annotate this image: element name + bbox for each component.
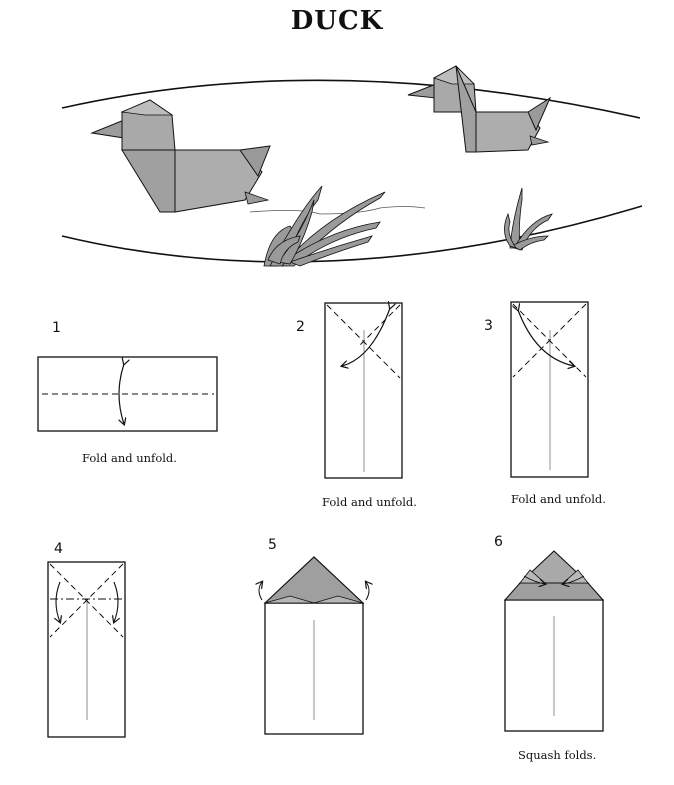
fold-arrow-left-icon <box>56 581 60 622</box>
step-1-number: 1 <box>52 320 61 336</box>
step-6-number: 6 <box>494 534 503 550</box>
step-2-number: 2 <box>296 319 305 335</box>
fold-unfold-arrow-icon <box>518 310 574 366</box>
duck-right-icon <box>407 65 552 153</box>
squash-base <box>503 582 605 601</box>
paper-rectangle <box>510 301 589 478</box>
step-2-caption: Fold and unfold. <box>322 495 417 509</box>
fold-arrow-right-icon <box>114 581 118 622</box>
step-6-caption: Squash folds. <box>518 748 597 762</box>
duck-left-icon <box>90 99 271 213</box>
step-5-diagram <box>259 556 369 735</box>
step-5-number: 5 <box>268 537 277 553</box>
step-2-diagram <box>324 302 403 479</box>
squash-arrow-right-icon <box>563 575 585 584</box>
step-6-diagram <box>503 550 605 732</box>
pond-illustration <box>61 65 643 267</box>
folded-triangle <box>518 550 590 584</box>
reeds-small-icon <box>504 187 553 251</box>
fold-unfold-arrow-icon <box>342 308 390 366</box>
step-3-number: 3 <box>484 318 493 334</box>
fold-arrow-right-icon <box>366 582 369 601</box>
step-4-number: 4 <box>54 541 63 557</box>
fold-unfold-arrow-icon <box>119 364 124 424</box>
fold-arrow-left-icon <box>259 582 262 601</box>
step-4-diagram <box>47 561 126 738</box>
water-line <box>249 206 426 215</box>
paper-rectangle <box>37 356 218 432</box>
paper-rectangle <box>324 302 403 479</box>
folded-triangle <box>263 556 365 604</box>
squash-arrow-left-icon <box>523 575 545 584</box>
pond-top-edge <box>61 79 641 119</box>
step-1-diagram <box>37 356 218 432</box>
page-title: DUCK <box>290 6 384 36</box>
pond-bottom-edge <box>61 205 643 263</box>
reeds-large-icon <box>263 185 386 267</box>
step-1-caption: Fold and unfold. <box>82 451 177 465</box>
paper-rectangle <box>47 561 126 738</box>
step-3-caption: Fold and unfold. <box>511 492 606 506</box>
step-3-diagram <box>510 301 589 478</box>
